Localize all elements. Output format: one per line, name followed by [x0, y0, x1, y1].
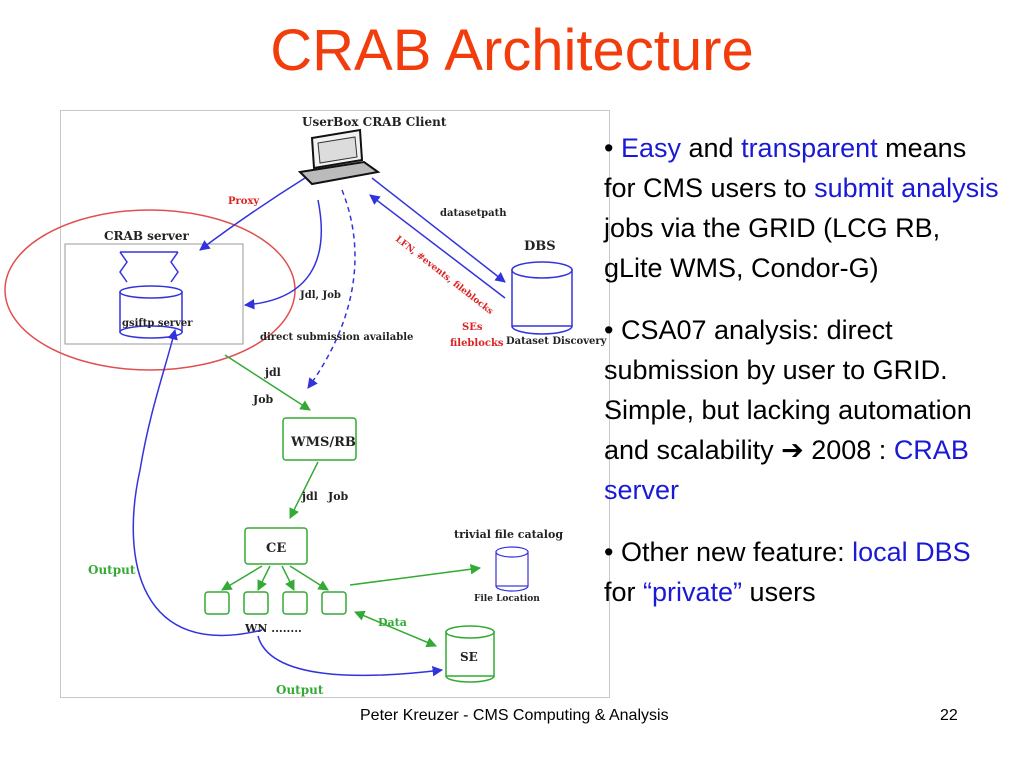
se-cylinder-icon: [445, 625, 495, 683]
ce-box: [244, 527, 308, 565]
dataset-discovery-label: Dataset Discovery: [506, 336, 608, 347]
bullet-text-highlight: transparent: [741, 133, 878, 163]
direct-submission-arrow: [307, 189, 356, 389]
footer-text: Peter Kreuzer - CMS Computing & Analysis: [360, 707, 669, 724]
bullet-text-highlight: Easy: [620, 133, 681, 163]
se-label: SE: [460, 650, 478, 664]
bullet-text-highlight: “private”: [643, 577, 743, 607]
userbox-label: UserBox CRAB Client: [302, 115, 447, 129]
bullet-mark: •: [604, 537, 614, 567]
wn-box-4: [321, 591, 347, 615]
lfn-arrow: [369, 194, 506, 299]
crab-server-box: [64, 243, 244, 345]
bullet-easy-transparent: • Easy and transparent means for CMS use…: [604, 128, 1004, 288]
gsiftp-label: gsiftp server: [122, 318, 193, 329]
bullet-text: Other new feature:: [620, 537, 853, 567]
wn-box-3: [282, 591, 308, 615]
dbs-cylinder-icon: [511, 261, 573, 335]
bullet-text: users: [742, 577, 816, 607]
datasetpath-label: datasetpath: [440, 208, 507, 219]
right-arrow-icon: ➔: [781, 435, 804, 465]
bullet-text: jobs via the GRID (LCG RB, gLite WMS, Co…: [604, 213, 941, 283]
page-number: 22: [940, 707, 958, 724]
crab-server-label: CRAB server: [104, 229, 189, 243]
direct-submission-label: direct submission available: [260, 332, 413, 343]
wn-box-2: [243, 591, 269, 615]
job2-label: Job: [327, 490, 349, 503]
gsiftp-cylinder-icon: [119, 285, 183, 339]
ce-label: CE: [266, 541, 286, 556]
ses-label: SEs: [462, 322, 483, 333]
bullet-csa07: • CSA07 analysis: direct submission by u…: [604, 310, 1004, 510]
jdl-job-label: Jdl, Job: [299, 290, 341, 301]
jdl-job-arrow: [243, 199, 322, 310]
ce-to-wn2-arrow: [257, 565, 271, 591]
dbs-label: DBS: [524, 239, 556, 254]
datasetpath-arrow: [371, 177, 506, 283]
bullet-text-highlight: CRAB server: [604, 435, 969, 505]
jdl-label: jdl: [264, 366, 281, 379]
lfn-label: LFN, #events, fileblocks: [393, 234, 495, 316]
proxy-label: Proxy: [228, 196, 260, 207]
ce-to-wn3-arrow: [281, 565, 295, 591]
output-left-arrow: [132, 328, 263, 637]
data-label: Data: [378, 616, 407, 629]
wn-box-1: [204, 591, 230, 615]
tfc-label: trivial file catalog: [454, 528, 563, 541]
output-left-label: Output: [88, 563, 136, 577]
bullet-text: and: [681, 133, 742, 163]
laptop-icon: [297, 128, 381, 186]
bullet-text: 2008 :: [803, 435, 894, 465]
bullet-mark: •: [604, 315, 614, 345]
bullet-mark: •: [604, 133, 614, 163]
wms-rb-label: WMS/RB: [290, 435, 356, 450]
jdl2-label: jdl: [301, 490, 318, 503]
bullet-local-dbs: • Other new feature: local DBS for “priv…: [604, 532, 1004, 612]
wms-to-ce-arrow: [289, 461, 319, 519]
job-label: Job: [252, 393, 274, 406]
output-bottom-label: Output: [276, 683, 324, 697]
bullet-text: CSA07 analysis: direct submission by use…: [604, 315, 972, 465]
wn-to-tfc-arrow: [349, 564, 482, 586]
crab-server-zigzag-icon: [119, 251, 179, 283]
bullet-text: means for CMS users to: [604, 133, 967, 203]
jdl-to-wms-arrow: [224, 354, 311, 411]
proxy-arrow: [199, 177, 306, 251]
bullet-text: for: [604, 577, 644, 607]
bullet-text-highlight: submit analysis: [814, 173, 999, 203]
wn-label: WN ........: [244, 622, 302, 635]
bullet-list: • Easy and transparent means for CMS use…: [604, 128, 1004, 634]
wms-rb-box: [282, 417, 357, 461]
file-catalog-cylinder-icon: [495, 546, 529, 592]
data-arrow: [354, 610, 437, 648]
slide-title: CRAB Architecture: [270, 18, 754, 83]
output-bottom-arrow: [257, 635, 444, 677]
ce-to-wn4-arrow: [289, 565, 329, 591]
fileblocks-label: fileblocks: [450, 338, 504, 349]
ce-to-wn1-arrow: [221, 565, 263, 591]
file-location-label: File Location: [474, 594, 540, 604]
bullet-text-highlight: local DBS: [852, 537, 971, 567]
